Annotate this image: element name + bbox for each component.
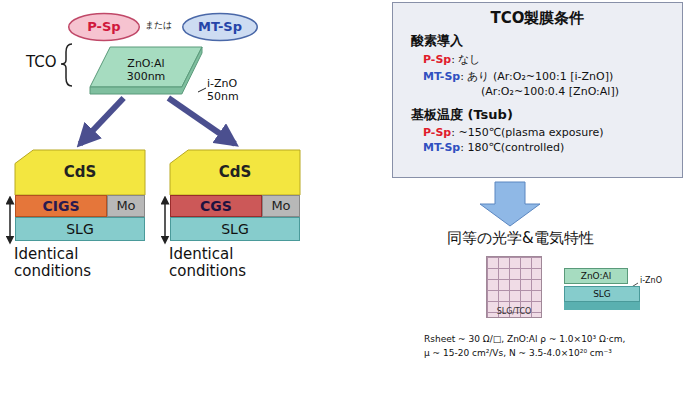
sample-photo: SLG/TCO bbox=[486, 256, 542, 318]
slg-layer: SLG bbox=[15, 217, 145, 241]
node-text: SLG bbox=[593, 289, 611, 299]
process-arrow bbox=[80, 98, 124, 144]
text-row: P-Sp: なし bbox=[401, 52, 674, 67]
text-row: MT-Sp: 180℃(controlled) bbox=[401, 141, 674, 154]
note-text: Identical conditions bbox=[169, 246, 269, 281]
node-text: MT-Sp bbox=[198, 20, 242, 35]
double-arrow bbox=[164, 200, 166, 240]
absorber-layer: CGS bbox=[170, 195, 262, 217]
note-text: Identical conditions bbox=[14, 246, 114, 281]
layer-label: i-ZnO 50nm bbox=[207, 78, 247, 103]
slg-edge bbox=[564, 302, 640, 310]
cds-layer: CdS bbox=[15, 150, 145, 195]
node-text: SLG bbox=[66, 221, 94, 237]
oval-shape bbox=[183, 14, 257, 41]
method-name: MT-Sp bbox=[423, 141, 460, 154]
condition-text: 基板温度 (Tsub) bbox=[411, 107, 513, 122]
absorber-layer: CIGS bbox=[15, 195, 107, 217]
group-label: TCO bbox=[26, 54, 57, 71]
result-text: 同等の光学&電気特性 bbox=[447, 230, 594, 247]
leader-line bbox=[198, 88, 206, 92]
oval-shape bbox=[69, 14, 140, 41]
cds-layer: CdS bbox=[170, 150, 300, 195]
tco-bracket bbox=[61, 44, 72, 86]
node-text: CdS bbox=[64, 164, 97, 181]
double-arrow bbox=[9, 200, 11, 240]
node-text: Mo bbox=[116, 199, 135, 214]
slab-shape bbox=[170, 150, 300, 195]
method-oval: MT-Sp bbox=[182, 13, 258, 41]
property-text: μ ~ 15-20 cm²/Vs, N ~ 3.5-4.0×10²⁰ cm⁻³ bbox=[424, 348, 612, 358]
slab-shape bbox=[15, 150, 145, 195]
node-text: SLG bbox=[221, 221, 249, 237]
text-row: TCO製膜条件 bbox=[401, 9, 674, 28]
node-text: P-Sp bbox=[87, 20, 120, 35]
process-arrow bbox=[168, 98, 235, 144]
condition-text: (Ar:O₂~100:0.4 [ZnO:Al]) bbox=[481, 85, 619, 98]
text-row: MT-Sp: あり (Ar:O₂~100:1 [i-ZnO]) bbox=[401, 69, 674, 84]
conditions-panel: TCO製膜条件酸素導入P-Sp: なしMT-Sp: あり (Ar:O₂~100:… bbox=[392, 2, 683, 178]
text-row: 酸素導入 bbox=[401, 32, 674, 50]
method-oval: P-Sp bbox=[68, 13, 140, 41]
slg-layer: SLG bbox=[170, 217, 300, 241]
condition-text: 酸素導入 bbox=[411, 33, 463, 48]
condition-text: : あり (Ar:O₂~100:1 [i-ZnO]) bbox=[460, 70, 613, 83]
text-row: P-Sp: ~150℃(plasma exposure) bbox=[401, 126, 674, 139]
conjunction-text: または bbox=[145, 20, 172, 30]
condition-text: : なし bbox=[451, 53, 480, 66]
node-text: CIGS bbox=[42, 198, 79, 214]
text-row: 基板温度 (Tsub) bbox=[401, 106, 674, 124]
zno-plate: ZnO:Al bbox=[564, 268, 628, 284]
mo-layer: Mo bbox=[262, 195, 300, 217]
plate-edge bbox=[90, 47, 202, 94]
node-text: ZnO:Al 300nm bbox=[118, 58, 174, 83]
node-text: SLG/TCO bbox=[497, 307, 532, 316]
text-row: (Ar:O₂~100:0.4 [ZnO:Al]) bbox=[401, 85, 674, 98]
block-arrow bbox=[480, 182, 540, 226]
condition-text: : ~150℃(plasma exposure) bbox=[451, 126, 603, 139]
property-text: Rsheet ~ 30 Ω/□, ZnO:Al ρ ~ 1.0×10³ Ω·cm… bbox=[424, 334, 625, 344]
condition-text: TCO製膜条件 bbox=[491, 9, 585, 27]
mo-layer: Mo bbox=[107, 195, 145, 217]
condition-text: : 180℃(controlled) bbox=[460, 141, 564, 154]
method-name: P-Sp bbox=[423, 126, 451, 139]
method-name: P-Sp bbox=[423, 53, 451, 66]
method-name: MT-Sp bbox=[423, 70, 460, 83]
node-text: CdS bbox=[219, 164, 252, 181]
node-text: CGS bbox=[200, 198, 232, 214]
node-text: Mo bbox=[271, 199, 290, 214]
node-text: ZnO:Al bbox=[581, 271, 612, 281]
layer-label: i-ZnO bbox=[640, 276, 662, 285]
tco-plate: ZnO:Al 300nm bbox=[90, 46, 202, 96]
slg-plate: SLG bbox=[564, 286, 640, 302]
